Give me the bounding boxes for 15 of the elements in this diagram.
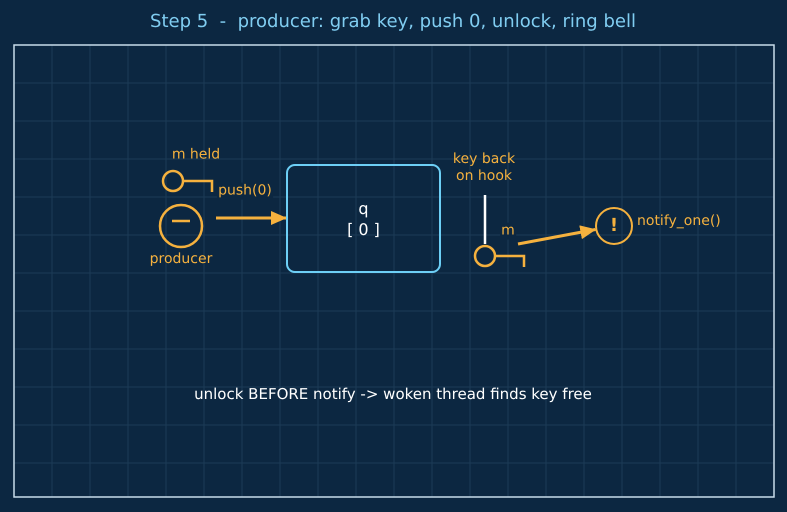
caption-text: key back on hook bbox=[452, 150, 516, 184]
edge-label: push(0) bbox=[217, 182, 273, 200]
exclamation-mark: ! bbox=[610, 217, 618, 235]
box-title: q bbox=[358, 198, 369, 218]
arrow bbox=[216, 211, 287, 225]
box-text: [ 0 ] bbox=[347, 218, 380, 240]
queue-box bbox=[286, 164, 441, 273]
title: Step 5 - producer: grab key, push 0, unlock, ring bell bbox=[150, 11, 636, 33]
edge-label: m bbox=[500, 222, 516, 240]
note-text: unlock BEFORE notify -> woken thread finds key free bbox=[194, 385, 592, 403]
arrow bbox=[518, 225, 596, 246]
node-label: producer bbox=[148, 251, 214, 268]
alert-circle bbox=[595, 207, 633, 245]
function-label: notify_one() bbox=[637, 213, 721, 230]
key-label: m held bbox=[172, 146, 220, 164]
